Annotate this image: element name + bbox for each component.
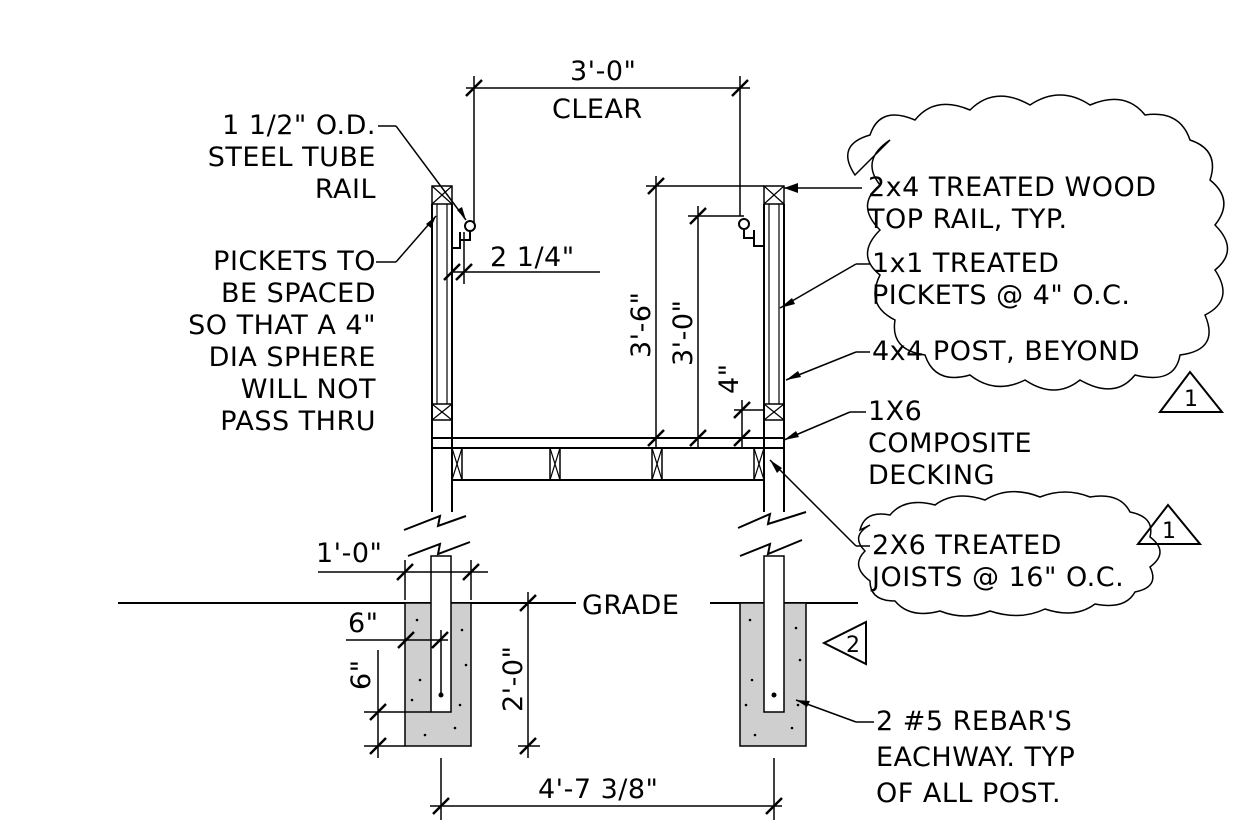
left-footing: [404, 555, 472, 747]
note-joists-line-2: JOISTS @ 16" O.C.: [870, 562, 1124, 593]
dim-rail-offset-value: 2 1/4": [490, 242, 575, 273]
dim-guard-height: 3'-6": [626, 176, 764, 448]
deck-framing: [431, 437, 785, 481]
note-post: 4x4 POST, BEYOND: [872, 336, 1140, 367]
dim-bottom-gap-value: 4": [714, 363, 745, 394]
note-pickets-line-2: BE SPACED: [221, 278, 376, 309]
dim-rail-offset: 2 1/4": [443, 232, 600, 284]
dim-clear-value: 3'-0": [570, 56, 636, 87]
note-pickets: 1x1 TREATED PICKETS @ 4" O.C.: [872, 248, 1131, 311]
dim-footing-spacing: 4'-7 3/8": [430, 758, 783, 820]
dim-embed-bottom-value: 6": [346, 659, 377, 690]
dim-handrail-height-value: 3'-0": [668, 300, 699, 366]
note-pickets-line-6: PASS THRU: [220, 406, 376, 437]
note-rail-line-2: STEEL TUBE: [208, 142, 376, 173]
note-decking-line-3: DECKING: [868, 460, 995, 491]
dim-bottom-gap: 4": [714, 363, 764, 448]
note-joists-line-1: 2X6 TREATED: [872, 530, 1062, 561]
note-decking-line-2: COMPOSITE: [868, 428, 1032, 459]
dim-embed-bottom: 6": [346, 650, 431, 758]
dim-post-edge-value: 6": [348, 608, 379, 639]
note-joists: 2X6 TREATED JOISTS @ 16" O.C.: [870, 530, 1124, 593]
note-rebar-line-1: 2 #5 REBAR'S: [876, 706, 1072, 737]
rev-tag-1a: 1: [1184, 387, 1198, 412]
note-pickets-spacing: PICKETS TO BE SPACED SO THAT A 4" DIA SP…: [188, 246, 376, 437]
note-post-line-1: 4x4 POST, BEYOND: [872, 336, 1140, 367]
revision-triangle-2: 2: [821, 620, 867, 666]
dim-clear-width: 3'-0" CLEAR: [465, 56, 750, 224]
note-decking: 1X6 COMPOSITE DECKING: [868, 396, 1032, 491]
note-pickets-line-3: SO THAT A 4": [188, 310, 376, 341]
note-rail-line-1: 1 1/2" O.D.: [222, 110, 376, 141]
dim-guard-height-value: 3'-6": [626, 292, 657, 358]
note-pickets-line-5: WILL NOT: [241, 374, 376, 405]
note-pickets-line-1: PICKETS TO: [213, 246, 376, 277]
rev-tag-2: 2: [846, 633, 860, 658]
break-lines: [403, 511, 807, 557]
dim-post-edge: 6": [346, 608, 449, 695]
revision-triangle-1a: 1: [1158, 370, 1225, 413]
dim-footing-width-value: 1'-0": [316, 538, 382, 569]
note-rebar-line-2: EACHWAY. TYP: [876, 742, 1075, 773]
revision-cloud-lower: [857, 491, 1161, 617]
dim-footing-depth-value: 2'-0": [498, 646, 529, 712]
revision-cloud-upper: [846, 94, 1229, 391]
note-pickets-spec-line-1: 1x1 TREATED: [872, 248, 1059, 279]
dim-footing-spacing-value: 4'-7 3/8": [538, 774, 658, 805]
note-top-rail-line-2: TOP RAIL, TYP.: [867, 204, 1068, 235]
note-decking-line-1: 1X6: [868, 396, 922, 427]
note-rebar-line-3: OF ALL POST.: [876, 778, 1061, 809]
rev-tag-1b: 1: [1162, 519, 1176, 544]
note-pickets-spec-line-2: PICKETS @ 4" O.C.: [872, 280, 1131, 311]
dim-handrail-height: 3'-0": [668, 206, 744, 448]
left-post: [431, 185, 476, 512]
right-post: [738, 185, 785, 512]
right-footing: [739, 555, 807, 747]
joist-blocks: [451, 447, 765, 481]
revision-triangle-1b: 1: [1135, 503, 1203, 545]
dim-footing-depth: 2'-0": [498, 592, 540, 758]
note-top-rail: 2x4 TREATED WOOD TOP RAIL, TYP.: [867, 172, 1157, 235]
note-top-rail-line-1: 2x4 TREATED WOOD: [868, 172, 1157, 203]
note-pickets-line-4: DIA SPHERE: [209, 342, 376, 373]
leaders: [376, 125, 874, 723]
dim-clear-label: CLEAR: [552, 94, 643, 125]
note-rail-line-3: RAIL: [315, 174, 376, 205]
note-rebar: 2 #5 REBAR'S EACHWAY. TYP OF ALL POST.: [876, 706, 1075, 809]
grade-label: GRADE: [582, 590, 679, 621]
dim-footing-width: 1'-0": [316, 538, 488, 600]
note-steel-tube-rail: 1 1/2" O.D. STEEL TUBE RAIL: [208, 110, 376, 205]
